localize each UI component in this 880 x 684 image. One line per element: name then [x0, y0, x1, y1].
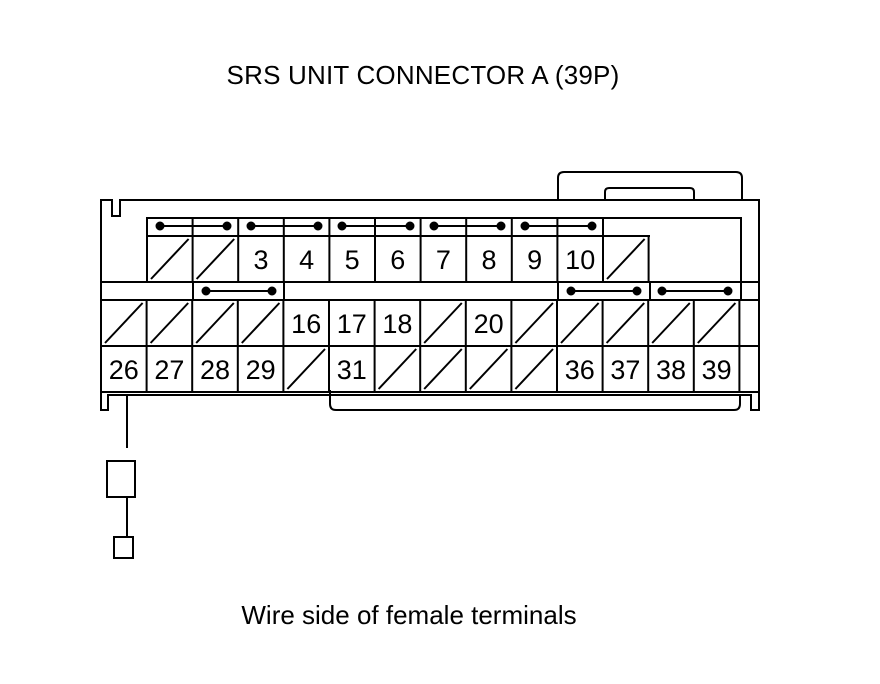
wire-terminal-large: [106, 460, 136, 498]
pin-number: 5: [345, 245, 360, 275]
connector-housing: [100, 199, 760, 411]
empty-cavity-mark: [104, 302, 144, 344]
shorting-bar-end: [267, 286, 277, 296]
pin-number: 10: [565, 245, 595, 275]
link-box: [649, 281, 742, 301]
shorting-bar-end: [246, 221, 256, 231]
pin-number: 7: [436, 245, 451, 275]
empty-cavity-mark: [423, 302, 463, 344]
pin-cells: [100, 218, 742, 392]
pin-number: 9: [527, 245, 542, 275]
pin-number: 8: [481, 245, 496, 275]
pin-number: 3: [253, 245, 268, 275]
empty-cavity-mark: [514, 348, 554, 390]
empty-cavity-mark: [606, 238, 646, 280]
pin-number: 4: [299, 245, 314, 275]
empty-cavity-mark: [469, 348, 509, 390]
shorting-bar-end: [632, 286, 642, 296]
pin-number: 28: [200, 355, 230, 385]
empty-cavity-mark: [195, 302, 235, 344]
shorting-bar-end: [222, 221, 232, 231]
pin-number: 29: [246, 355, 276, 385]
pin-number: 36: [565, 355, 595, 385]
empty-cavity-mark: [377, 348, 417, 390]
shorting-bar-end: [496, 221, 506, 231]
empty-cavity-mark: [423, 348, 463, 390]
shorting-bar-end: [201, 286, 211, 296]
pin-number: 16: [291, 309, 321, 339]
empty-cavity-mark: [605, 302, 645, 344]
shorting-bar-end: [657, 286, 667, 296]
empty-cavity-mark: [560, 302, 600, 344]
lock-tab: [557, 171, 743, 200]
empty-cavity-mark: [241, 302, 281, 344]
lock-tab-inner: [604, 187, 695, 200]
empty-cavity-mark: [697, 302, 737, 344]
wire-terminal-small: [113, 536, 134, 559]
diagram-title: SRS UNIT CONNECTOR A (39P): [226, 60, 620, 90]
shorting-bar-end: [405, 221, 415, 231]
pin-number: 26: [109, 355, 139, 385]
link-box: [192, 281, 285, 301]
pin-number: 31: [337, 355, 367, 385]
empty-cavity-mark: [195, 238, 235, 280]
empty-cavity-mark: [286, 348, 326, 390]
pin-number: 27: [154, 355, 184, 385]
empty-cavity-mark: [149, 302, 189, 344]
pin-number: 18: [382, 309, 412, 339]
diagram-caption: Wire side of female terminals: [241, 600, 577, 630]
pin-number: 6: [390, 245, 405, 275]
shorting-bars: [155, 221, 733, 296]
pin-number: 20: [474, 309, 504, 339]
pin-number: 17: [337, 309, 367, 339]
shorting-bar-end: [429, 221, 439, 231]
shorting-bar-end: [587, 221, 597, 231]
shorting-bar-end: [520, 221, 530, 231]
empty-cavity-mark: [514, 302, 554, 344]
shorting-bar-end: [566, 286, 576, 296]
pin-number: 37: [610, 355, 640, 385]
empty-cavity-mark: [651, 302, 691, 344]
shorting-bar-end: [155, 221, 165, 231]
empty-cavity-mark: [150, 238, 190, 280]
shorting-bar-end: [337, 221, 347, 231]
shorting-bar-end: [313, 221, 323, 231]
shorting-bar-end: [723, 286, 733, 296]
pin-number: 38: [656, 355, 686, 385]
pin-number: 39: [702, 355, 732, 385]
lower-guide: [329, 390, 741, 411]
